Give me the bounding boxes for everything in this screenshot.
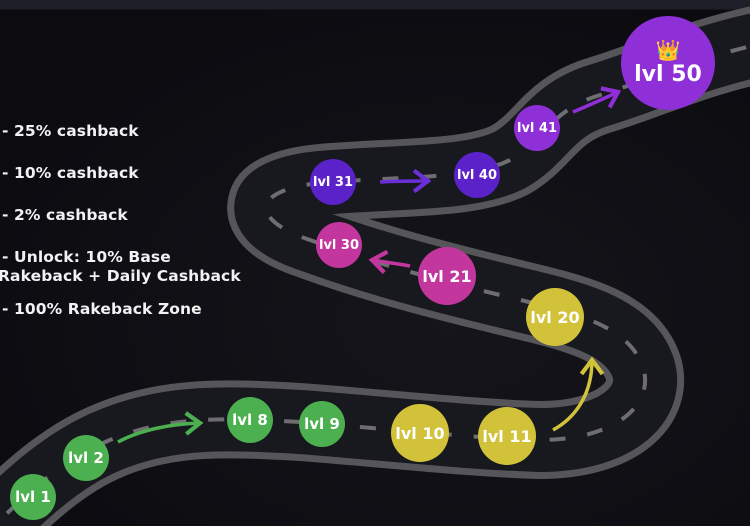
level-label: lvl 41: [516, 120, 557, 136]
level-node-10[interactable]: lvl 10: [391, 404, 449, 462]
perk-item: - 2% cashback: [2, 206, 128, 224]
arrow-magenta: [368, 249, 411, 274]
perk-item: - 25% cashback: [2, 122, 139, 140]
level-label: lvl 11: [482, 426, 532, 446]
level-node-8[interactable]: lvl 8: [227, 397, 273, 443]
level-node-9[interactable]: lvl 9: [299, 401, 345, 447]
arrow-green: [117, 411, 204, 444]
top-bar: [0, 0, 750, 10]
arrow-purple: [572, 86, 622, 114]
level-node-31[interactable]: lvl 31: [310, 159, 356, 205]
level-label: lvl 9: [304, 415, 340, 433]
level-label: lvl 20: [530, 307, 580, 327]
progress-arrows: [117, 86, 622, 444]
level-label: lvl 8: [232, 411, 268, 429]
level-label: lvl 40: [456, 167, 497, 183]
perks-list: - 25% cashback - 10% cashback - 2% cashb…: [0, 0, 280, 526]
level-node-30[interactable]: lvl 30: [316, 222, 362, 268]
level-label: lvl 31: [312, 174, 353, 190]
perk-item: - 10% cashback: [2, 164, 139, 182]
level-node-40[interactable]: lvl 40: [454, 152, 500, 198]
level-label: lvl 30: [318, 237, 359, 253]
level-node-1[interactable]: lvl 1: [10, 474, 56, 520]
level-label: lvl 10: [395, 423, 445, 443]
level-label: lvl 21: [422, 266, 472, 286]
perk-line: Rakeback + Daily Cashback: [0, 267, 241, 285]
perk-item: - 100% Rakeback Zone: [2, 300, 202, 318]
level-label: lvl 2: [68, 449, 104, 467]
perk-line: - Unlock: 10% Base: [2, 248, 171, 266]
crown-icon: 👑: [655, 37, 681, 62]
level-node-11[interactable]: lvl 11: [478, 407, 536, 465]
level-node-41[interactable]: lvl 41: [514, 105, 560, 151]
level-label: lvl 50: [634, 61, 702, 87]
level-node-2[interactable]: lvl 2: [63, 435, 109, 481]
level-label: lvl 1: [15, 488, 51, 506]
level-node-50[interactable]: 👑 lvl 50: [621, 16, 715, 110]
arrow-violet: [379, 168, 432, 194]
arrow-yellow: [552, 356, 605, 432]
level-node-21[interactable]: lvl 21: [418, 247, 476, 305]
perk-item: - Unlock: 10% Base Rakeback + Daily Cash…: [0, 248, 241, 286]
level-node-20[interactable]: lvl 20: [526, 288, 584, 346]
